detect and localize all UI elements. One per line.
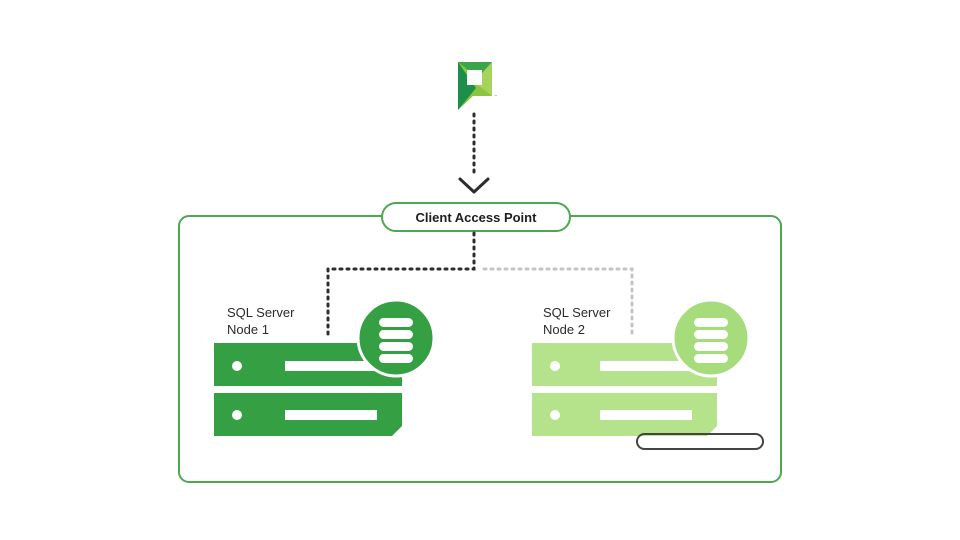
server-node-2 (532, 343, 717, 436)
svg-text:™: ™ (494, 94, 497, 98)
logo-icon: ™ (458, 62, 497, 110)
node-2-label-line2: Node 2 (543, 322, 585, 337)
inactive-link-node2 (482, 267, 634, 336)
client-access-point-box (381, 202, 571, 232)
node-1-label: SQL Server Node 1 (227, 304, 294, 338)
server-node-1 (214, 343, 402, 436)
node-2-label: SQL Server Node 2 (543, 304, 610, 338)
node-1-label-line2: Node 1 (227, 322, 269, 337)
database-icon (356, 298, 436, 378)
database-icon (671, 298, 751, 378)
node-1-label-line1: SQL Server (227, 305, 295, 320)
node-2-status-bar (636, 433, 764, 450)
node-2-label-line1: SQL Server (543, 305, 611, 320)
client-access-point-label: Client Access Point (415, 209, 537, 225)
arrow-down-icon (458, 177, 490, 194)
